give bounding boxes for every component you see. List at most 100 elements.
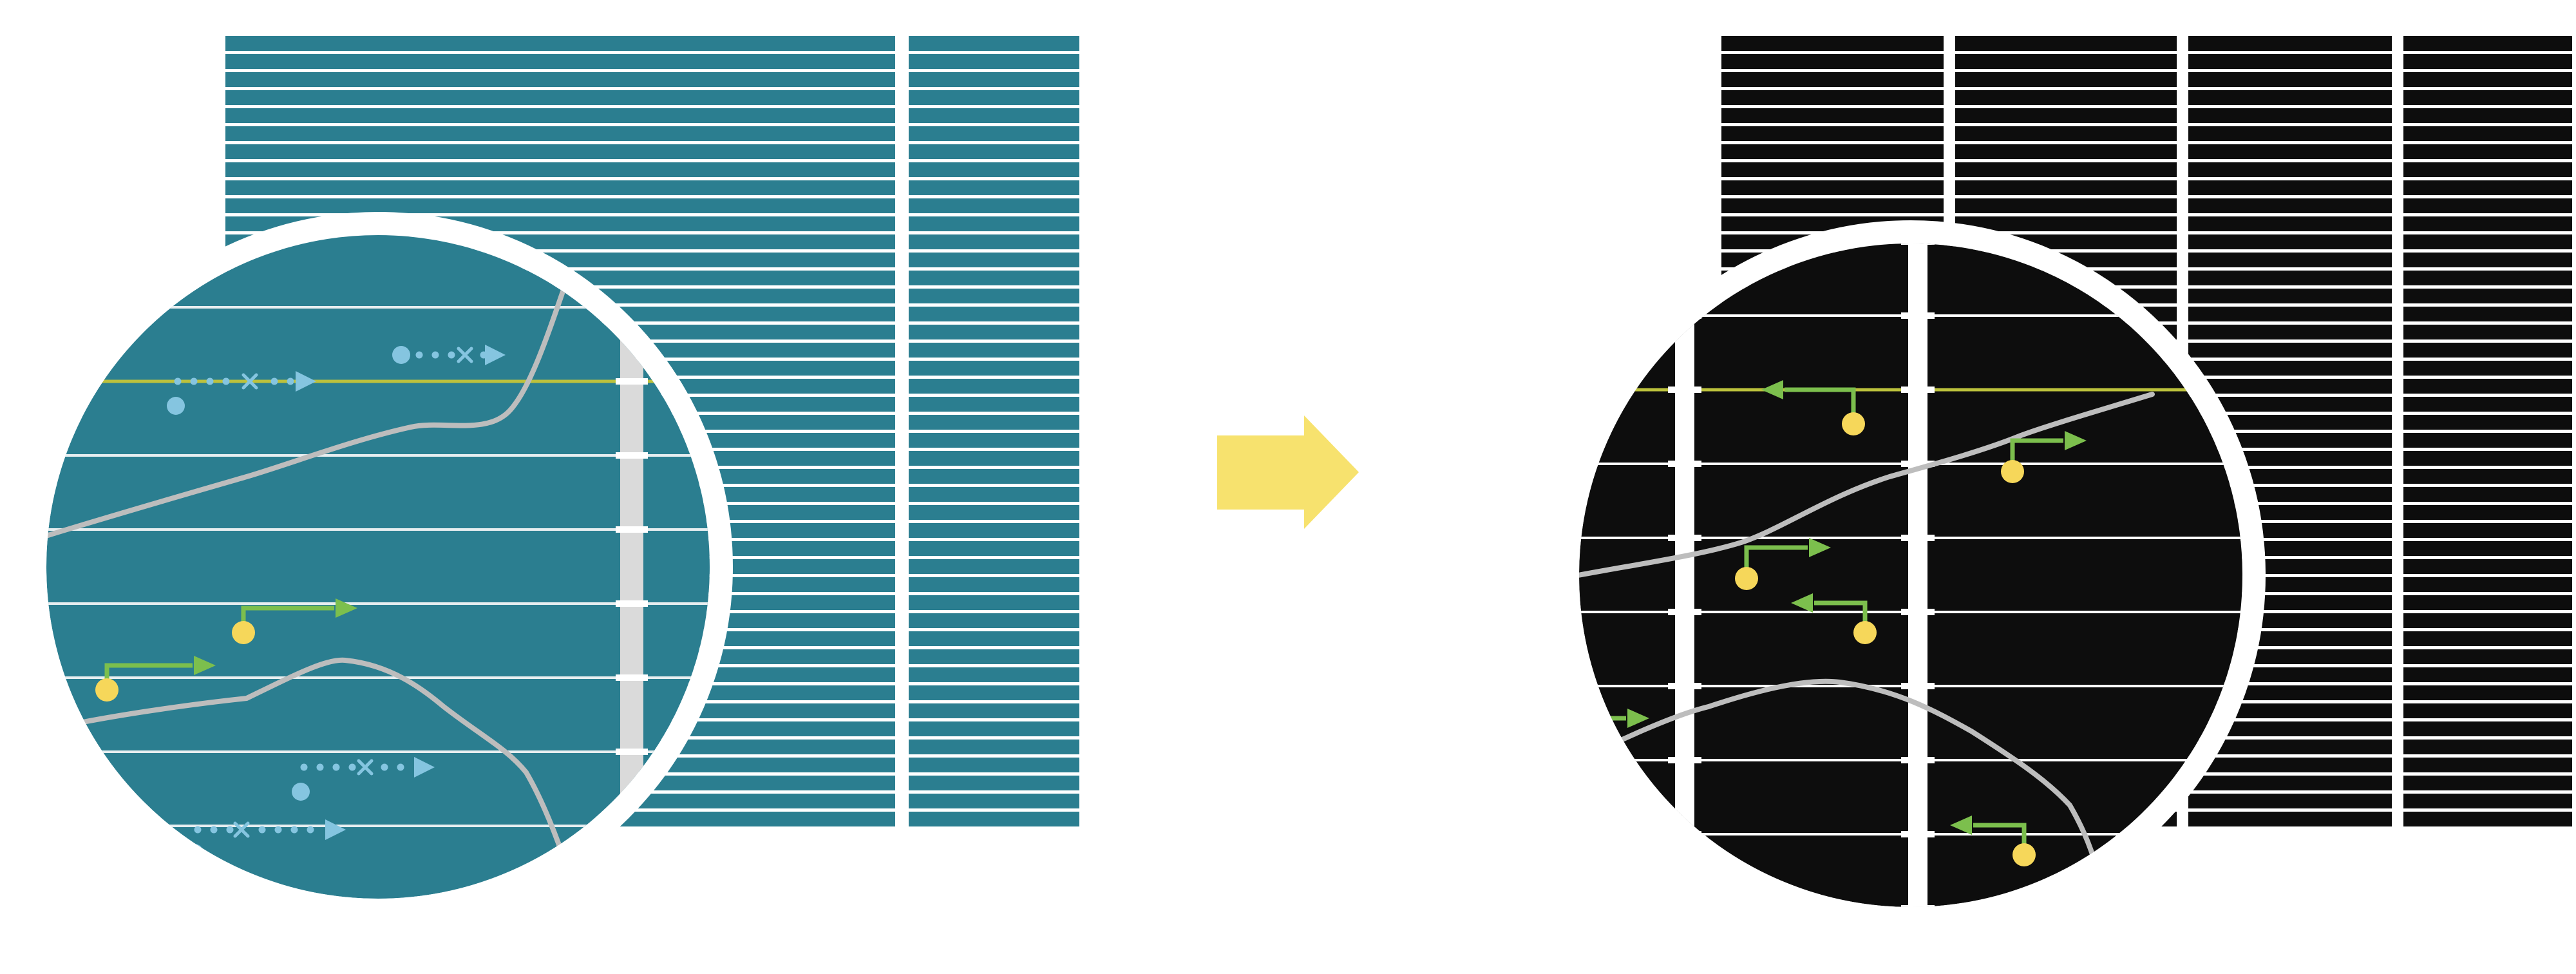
path-dot (415, 351, 423, 359)
busbar-tick (616, 897, 648, 899)
busbar (616, 235, 648, 899)
busbar-tick (616, 526, 648, 533)
path-dot (226, 826, 234, 834)
blue-carrier-dot (292, 783, 310, 801)
busbar-tick (616, 452, 648, 459)
path-dot (300, 763, 308, 771)
busbar-tick (616, 378, 648, 385)
busbar-tick (1901, 757, 1935, 763)
blue-arrowhead-icon (325, 819, 346, 840)
magnifier-ring (23, 212, 733, 922)
busbar-tick (1668, 609, 1701, 615)
busbar (1668, 244, 1701, 907)
path-dot (270, 377, 278, 385)
busbar-tick (616, 749, 648, 755)
finger-line (46, 750, 710, 753)
busbar-bar (620, 235, 643, 899)
path-dot (206, 377, 214, 385)
blocked-path-marker (292, 757, 435, 801)
path-dot (287, 377, 294, 385)
collected-carrier-marker (1761, 380, 1865, 435)
busbar-tick (1668, 683, 1701, 689)
yellow-carrier-dot (2001, 460, 2024, 483)
blocked-x-icon (457, 347, 473, 363)
green-arrowhead-icon (1950, 816, 1972, 835)
finger-line (46, 602, 710, 605)
busbar-tick (616, 600, 648, 607)
green-arrowhead-icon (336, 598, 357, 618)
busbar (1901, 244, 1935, 907)
grain-boundary-curve (46, 244, 581, 545)
left-cell-edge-segment (909, 36, 1079, 830)
transition-arrow-icon (1217, 415, 1359, 529)
blocked-x-icon (357, 759, 374, 776)
path-dot (316, 763, 324, 771)
collected-carrier-marker (1791, 593, 1877, 644)
right-block-arrow-shape (1217, 415, 1359, 529)
blocked-x-icon (242, 373, 258, 390)
yellow-carrier-dot (1735, 567, 1758, 590)
busbar-tick (1901, 683, 1935, 689)
grain-boundary-curves (46, 244, 581, 898)
blue-carrier-dot (392, 346, 410, 364)
collected-carrier-marker (2001, 431, 2087, 483)
grain-boundary-curve (1579, 392, 2155, 581)
collected-carrier-marker (1735, 538, 1831, 590)
finger-line (46, 676, 710, 679)
busbar-bar (1908, 244, 1927, 907)
path-dot (307, 826, 314, 834)
busbar-bar (1675, 244, 1694, 907)
path-dot (174, 377, 182, 385)
left-magnifier-inset (23, 212, 733, 922)
busbar-tick (1668, 461, 1701, 467)
blue-arrowhead-icon (414, 757, 435, 778)
collected-carrier-marker (232, 598, 357, 644)
grain-boundary-curve (46, 657, 578, 898)
right-cell-segment-4 (2403, 36, 2572, 830)
magnifier-ring (1556, 220, 2266, 930)
green-arrowhead-icon (1627, 709, 1649, 728)
yellow-carrier-dot (95, 678, 118, 702)
path-dot (190, 377, 198, 385)
green-arrowhead-icon (194, 656, 216, 675)
path-dot (397, 763, 404, 771)
path-dot (348, 763, 356, 771)
finger-line (46, 454, 710, 457)
green-arrowhead-icon (1761, 380, 1783, 399)
path-dot (258, 826, 266, 834)
busbar-tick (1901, 312, 1935, 319)
busbar-tick (1901, 461, 1935, 467)
yellow-carrier-dot (1579, 736, 1586, 759)
collected-carrier-marker (95, 656, 216, 702)
busbar-tick (1668, 387, 1701, 393)
busbar-tick (616, 235, 648, 236)
yellow-carrier-dot (232, 621, 255, 644)
blue-carrier-dot (167, 397, 185, 415)
grain-boundary-curves (1579, 392, 2155, 898)
busbar-tick (1901, 905, 1935, 907)
inset-content (46, 235, 710, 899)
busbar-tick (1901, 244, 1935, 245)
finger-line (46, 306, 710, 309)
blue-arrowhead-icon (296, 371, 316, 392)
busbar-tick (1901, 535, 1935, 541)
blocked-x-icon (233, 821, 250, 838)
path-dot (274, 826, 282, 834)
busbar-tick (616, 674, 648, 681)
busbar-tick (1901, 831, 1935, 837)
blocked-path-marker (392, 345, 506, 365)
highlighted-finger-line (46, 379, 710, 383)
busbar-tick (1901, 609, 1935, 615)
path-dot (332, 763, 340, 771)
path-dot (448, 351, 455, 359)
busbar-tick (1668, 905, 1701, 907)
right-magnifier-inset (1556, 220, 2266, 930)
yellow-carrier-dot (1842, 412, 1865, 435)
busbar-tick (1668, 535, 1701, 541)
green-arrowhead-icon (1791, 593, 1813, 613)
collected-carrier-marker (1950, 816, 2036, 866)
busbar-tick (1901, 387, 1935, 393)
path-dot (194, 826, 202, 834)
busbar-tick (1668, 244, 1701, 245)
